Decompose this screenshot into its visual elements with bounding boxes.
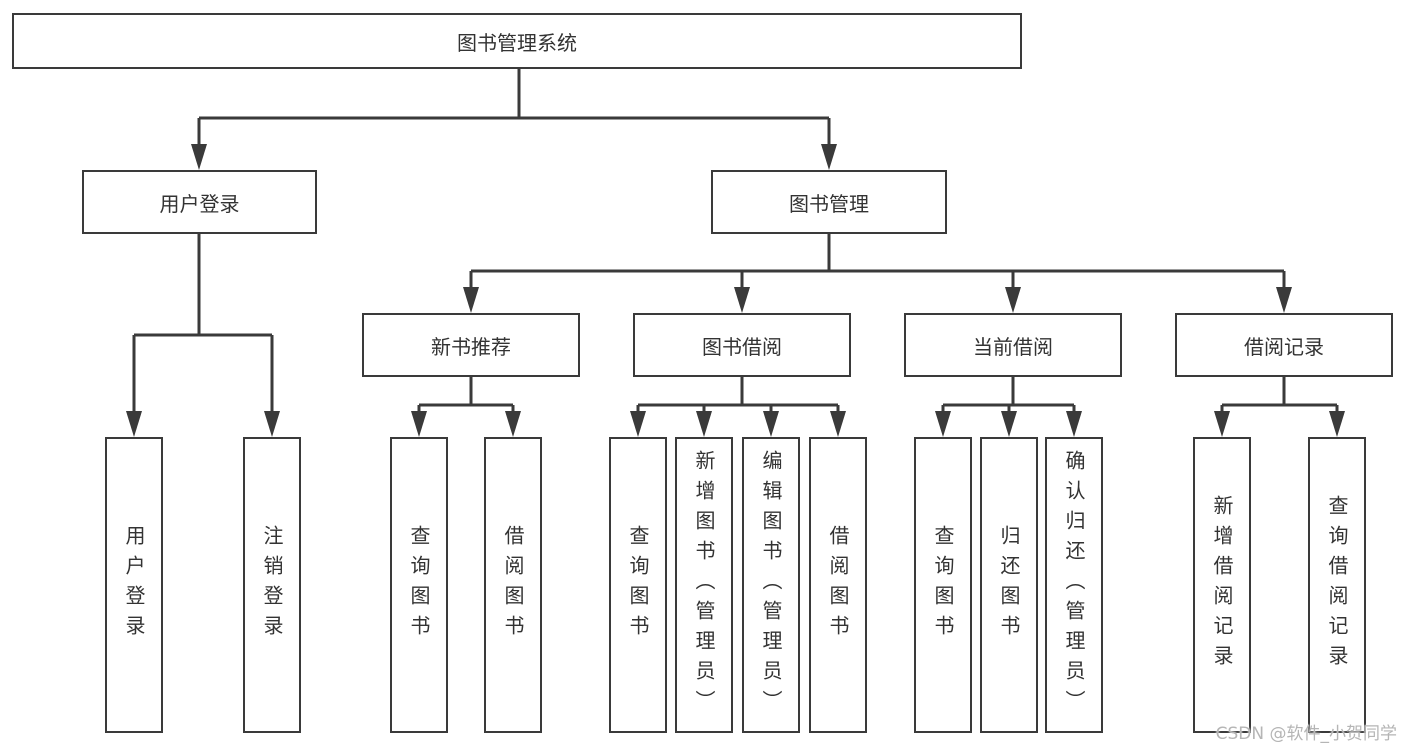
csdn-watermark: CSDN @软件_小贺同学: [1215, 724, 1397, 744]
leaf-current-confirm-return-admin: 确认归还（管理员）: [1045, 437, 1103, 733]
leaf-label: 编辑图书（管理员）: [759, 450, 783, 720]
leaf-label: 归还图书: [997, 525, 1021, 645]
leaf-current-query-books: 查询图书: [914, 437, 972, 733]
node-label: 当前借阅: [973, 334, 1053, 359]
node-label: 借阅记录: [1244, 334, 1324, 359]
node-label: 图书借阅: [702, 334, 782, 359]
leaf-borrow-query-books: 查询图书: [609, 437, 667, 733]
leaf-current-return-books: 归还图书: [980, 437, 1038, 733]
node-label: 图书管理: [789, 191, 869, 216]
leaf-label: 注销登录: [260, 525, 284, 645]
leaf-label: 新增图书（管理员）: [692, 450, 716, 720]
node-root-system: 图书管理系统: [12, 13, 1022, 69]
leaf-label: 新增借阅记录: [1210, 495, 1234, 675]
leaf-label: 用户登录: [122, 525, 146, 645]
leaf-label: 查询图书: [931, 525, 955, 645]
leaf-newbook-query-books: 查询图书: [390, 437, 448, 733]
leaf-records-query-record: 查询借阅记录: [1308, 437, 1366, 733]
node-label: 新书推荐: [431, 334, 511, 359]
leaf-logout: 注销登录: [243, 437, 301, 733]
leaf-borrow-borrow-books: 借阅图书: [809, 437, 867, 733]
leaf-label: 确认归还（管理员）: [1062, 450, 1086, 720]
node-new-book-recommend: 新书推荐: [362, 313, 580, 377]
node-current-borrow: 当前借阅: [904, 313, 1122, 377]
node-book-borrow: 图书借阅: [633, 313, 851, 377]
node-label: 用户登录: [159, 191, 240, 216]
leaf-user-login: 用户登录: [105, 437, 163, 733]
leaf-records-add-record: 新增借阅记录: [1193, 437, 1251, 733]
leaf-borrow-add-books-admin: 新增图书（管理员）: [675, 437, 733, 733]
leaf-label: 查询图书: [626, 525, 650, 645]
leaf-label: 查询图书: [407, 525, 431, 645]
node-borrow-records: 借阅记录: [1175, 313, 1393, 377]
node-user-login: 用户登录: [82, 170, 317, 234]
leaf-newbook-borrow-books: 借阅图书: [484, 437, 542, 733]
node-book-management: 图书管理: [711, 170, 947, 234]
leaf-label: 借阅图书: [501, 525, 525, 645]
node-label: 图书管理系统: [457, 30, 577, 55]
leaf-borrow-edit-books-admin: 编辑图书（管理员）: [742, 437, 800, 733]
leaf-label: 查询借阅记录: [1325, 495, 1349, 675]
leaf-label: 借阅图书: [826, 525, 850, 645]
